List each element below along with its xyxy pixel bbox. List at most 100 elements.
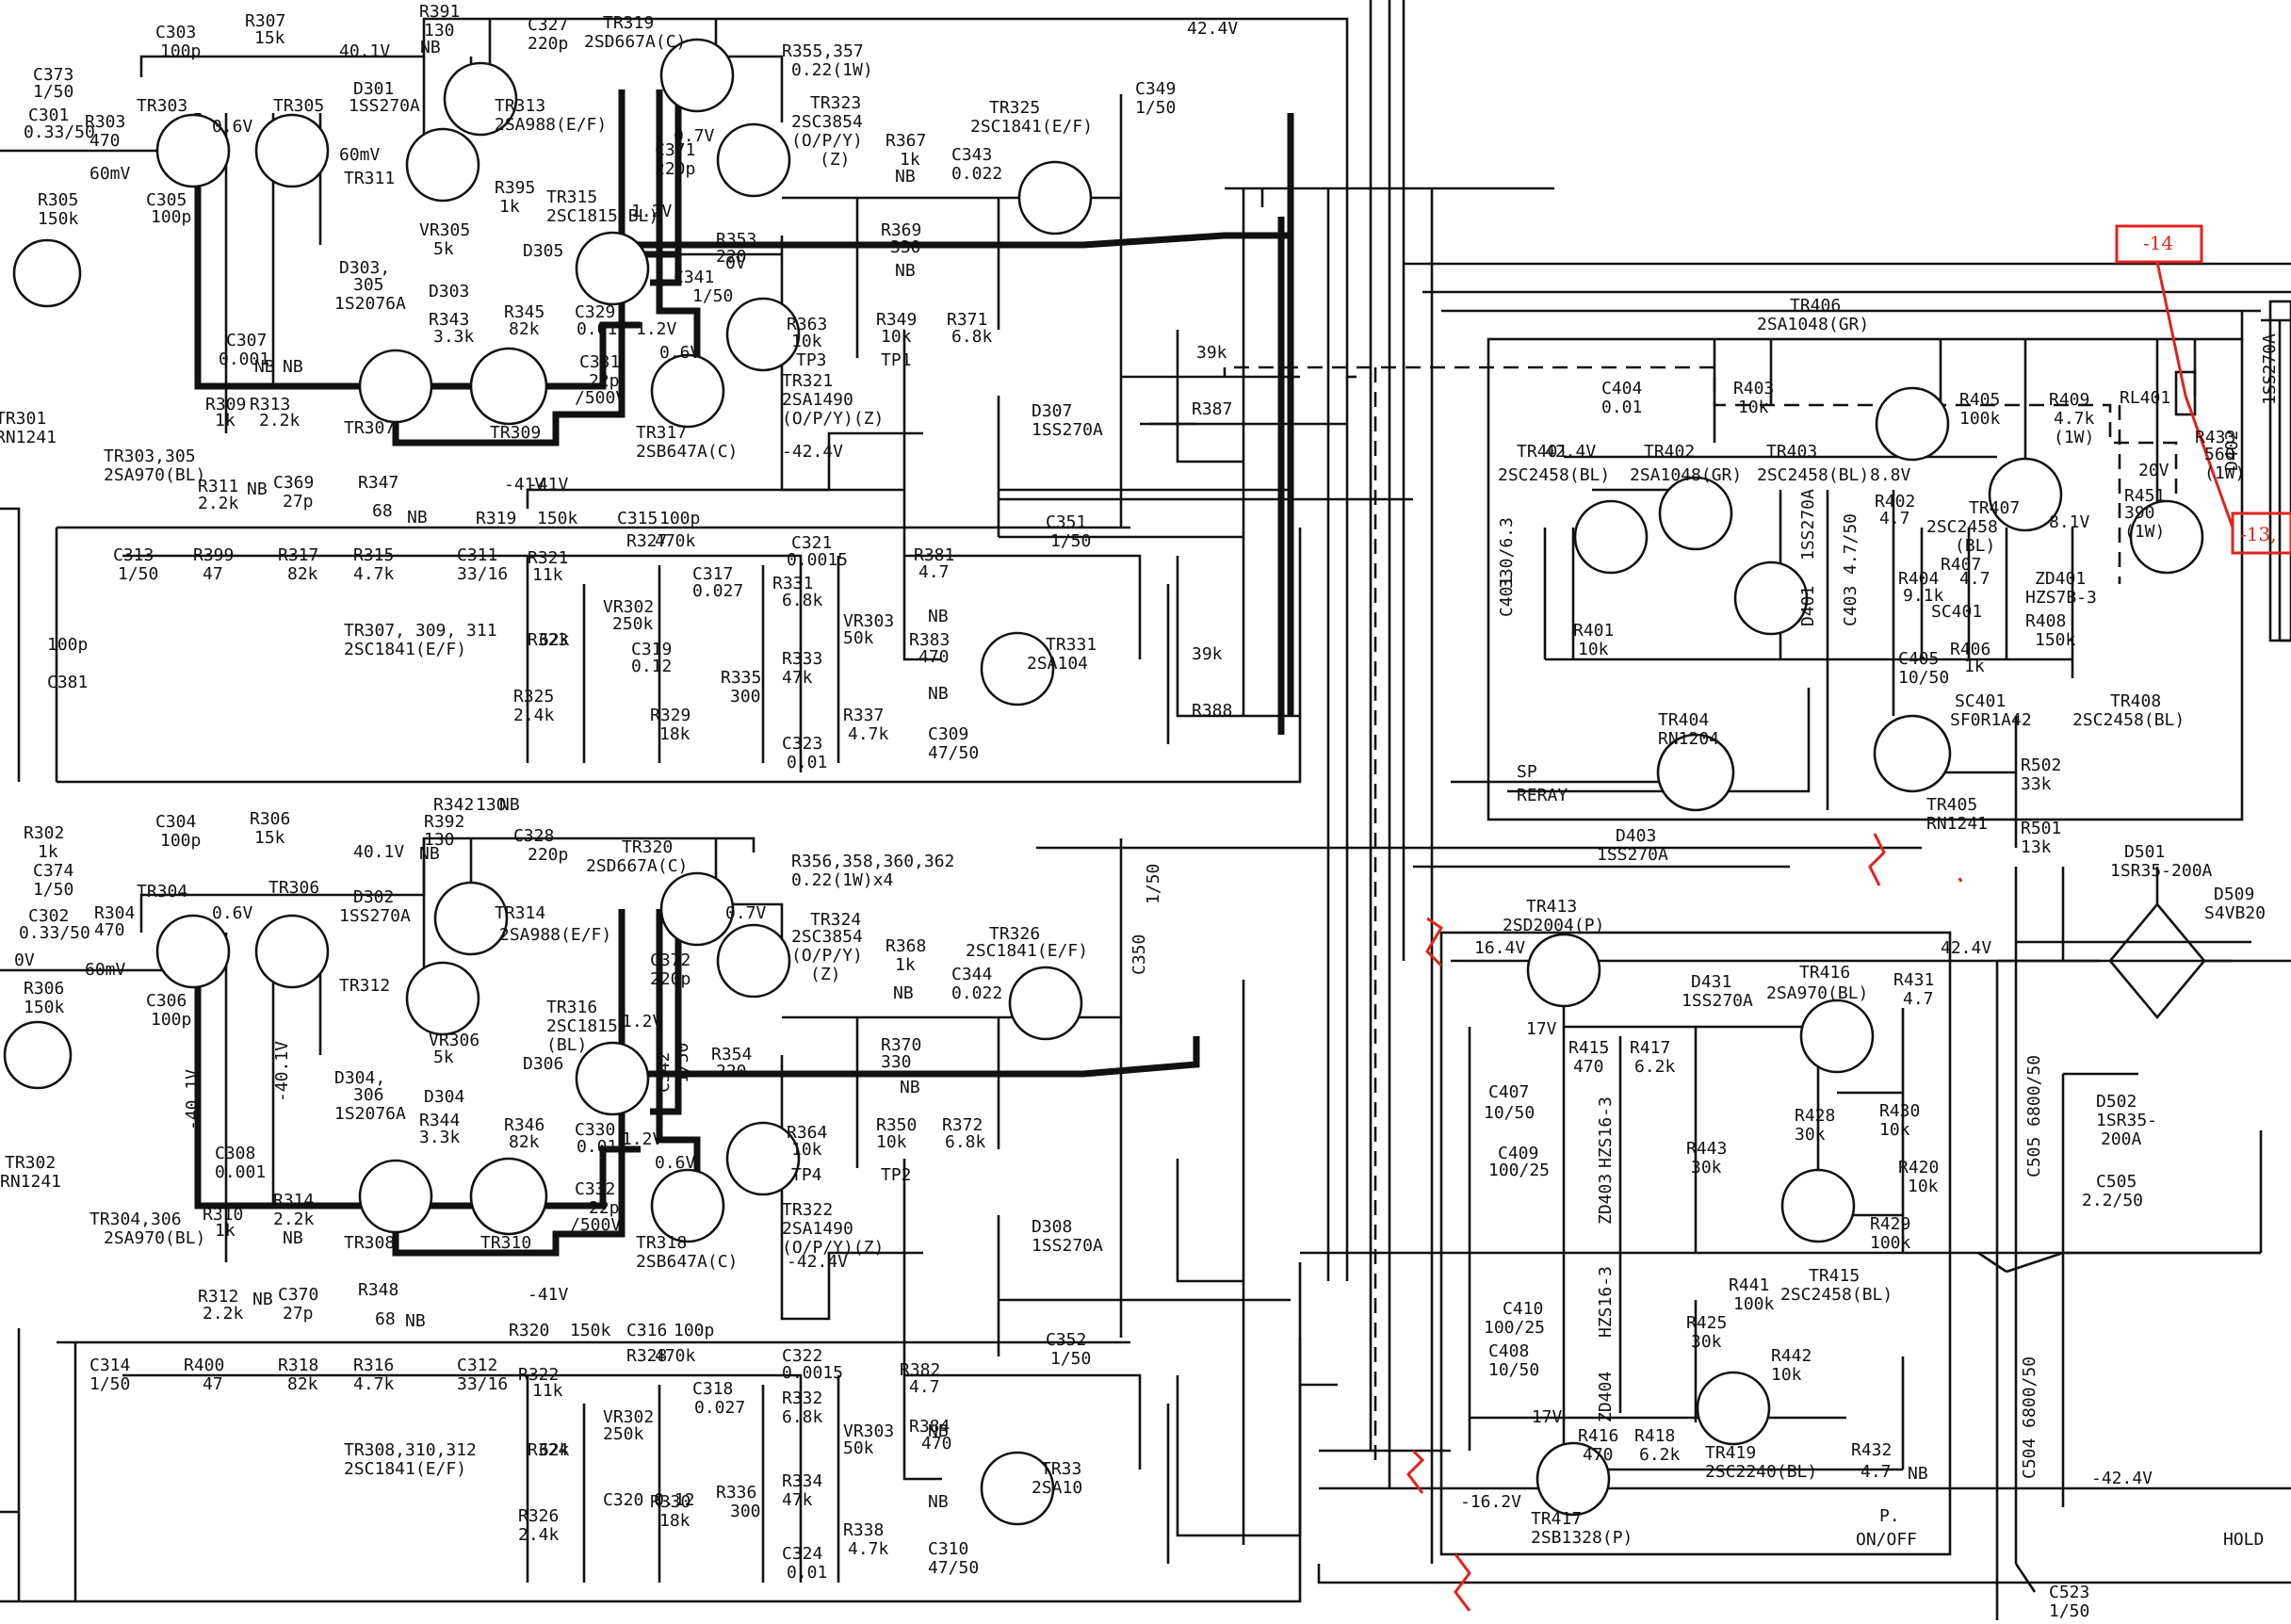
label: R304 xyxy=(94,903,135,923)
label: R403 xyxy=(1733,379,1774,398)
label: R441 xyxy=(1729,1275,1769,1295)
label: TP1 xyxy=(881,350,912,370)
label: R355,357 xyxy=(782,41,864,61)
lower-labels: 40.1V 0.6V 60mV 0.7V 1.2V 1.2V 0.6V 0V -… xyxy=(0,795,1163,1583)
label: TR308,310,312 xyxy=(344,1440,477,1460)
label: NB xyxy=(928,1492,949,1512)
label: TR325 xyxy=(989,98,1040,118)
label: R342 xyxy=(433,795,474,815)
label: 1k xyxy=(215,411,236,430)
label: C370 xyxy=(278,1285,318,1305)
label: 5k xyxy=(433,239,454,259)
label: 1SS270A xyxy=(1032,420,1103,440)
label: 1/50 xyxy=(673,1043,692,1083)
label: C351 xyxy=(1046,512,1086,532)
label: 4.7k xyxy=(2054,409,2095,429)
label: R347 xyxy=(358,473,398,493)
transistor-symbol xyxy=(469,1157,548,1236)
label: R405 xyxy=(1959,390,2000,410)
label: 0.022 xyxy=(951,164,1002,184)
label: 100k xyxy=(1733,1294,1775,1314)
label: 1k xyxy=(895,955,916,975)
transistor-symbol xyxy=(575,1041,650,1116)
label: 17V xyxy=(1526,1019,1557,1039)
label: 16.4V xyxy=(1474,938,1525,958)
relay-coil xyxy=(2174,370,2197,416)
label: R320 xyxy=(509,1321,549,1340)
label: 1k xyxy=(215,1221,236,1241)
label: TR403 xyxy=(1766,442,1817,462)
label: C404 xyxy=(1601,379,1642,398)
label: C331 xyxy=(579,352,620,372)
label: 100p xyxy=(659,509,700,528)
label: C310 xyxy=(928,1539,968,1559)
label: R502 xyxy=(2021,755,2061,775)
label: R337 xyxy=(843,706,884,725)
transistor-symbol xyxy=(980,1451,1055,1526)
label: 1SR35-200A xyxy=(2110,861,2213,881)
label: R354 xyxy=(711,1045,752,1064)
label: TR305 xyxy=(273,96,324,116)
label: C504 6800/50 xyxy=(2020,1356,2039,1479)
label: 306 xyxy=(353,1085,384,1105)
label: R369 xyxy=(881,220,921,240)
label: 82k xyxy=(287,564,318,584)
label: TP4 xyxy=(791,1165,822,1185)
label: (BL) xyxy=(546,1035,587,1055)
label: 47k xyxy=(782,668,813,688)
label: 0.12 xyxy=(631,657,672,676)
label: 10k xyxy=(1879,1120,1910,1140)
label: 1/50 xyxy=(33,880,73,900)
label: -42.4V xyxy=(2091,1469,2153,1488)
label: (1W) xyxy=(2204,463,2245,483)
label: -40.1V xyxy=(272,1041,292,1102)
label: 150k xyxy=(2035,630,2076,650)
label: 2SC2458(BL) xyxy=(1780,1285,1893,1305)
transistor-symbol xyxy=(1008,966,1083,1041)
label: TR416 xyxy=(1799,963,1850,983)
label: C341 xyxy=(674,268,714,287)
label: 4.7 xyxy=(1860,1462,1892,1482)
label: R302 xyxy=(24,823,64,843)
transistor-symbol xyxy=(1017,160,1093,235)
label: 0.33/50 xyxy=(19,923,90,943)
label: 0.6V xyxy=(212,903,253,923)
label: NB xyxy=(407,508,428,528)
label: 100p xyxy=(47,635,88,655)
label: R330 xyxy=(650,1492,691,1512)
label: 0V xyxy=(14,950,35,970)
protection-labels: TR406 2SA1048(GR) C404 0.01 R403 10k R40… xyxy=(1497,296,2280,865)
label: R326 xyxy=(518,1506,559,1526)
label: 1S2076A xyxy=(334,294,406,314)
label: TR322 xyxy=(782,1200,833,1220)
label: TR318 xyxy=(636,1233,687,1253)
label: TR415 xyxy=(1809,1266,1860,1286)
label: C311 xyxy=(457,545,497,565)
label: TR404 xyxy=(1658,710,1709,730)
label: R336 xyxy=(716,1483,756,1502)
label: TR319 xyxy=(603,13,654,33)
label: R311 xyxy=(198,477,238,496)
label: NB xyxy=(1908,1464,1928,1484)
label: RN1241 xyxy=(0,1172,61,1192)
label: 0.33/50 xyxy=(24,122,95,142)
label: 2SC3854 xyxy=(791,927,863,947)
label: 2SA988(E/F) xyxy=(495,115,607,135)
transistor-symbol xyxy=(443,61,518,137)
label: R353 xyxy=(716,230,756,250)
label: -42.4V xyxy=(787,1252,848,1272)
label: 0.7V xyxy=(674,126,715,146)
label: 0.027 xyxy=(692,581,743,601)
label: C303 xyxy=(155,23,196,42)
label: C401 xyxy=(1497,577,1517,617)
transistor-symbol xyxy=(405,961,480,1036)
transistor-symbol xyxy=(155,914,231,989)
label: 2SA970(BL) xyxy=(104,1228,205,1248)
label: TR301 xyxy=(0,409,46,429)
label: C319 xyxy=(631,640,672,659)
label: 2SC1841(E/F) xyxy=(966,941,1088,961)
label: C409 xyxy=(1498,1144,1538,1163)
label: TR323 xyxy=(810,93,861,113)
label: TR406 xyxy=(1790,296,1841,316)
label: R307 xyxy=(245,11,285,31)
